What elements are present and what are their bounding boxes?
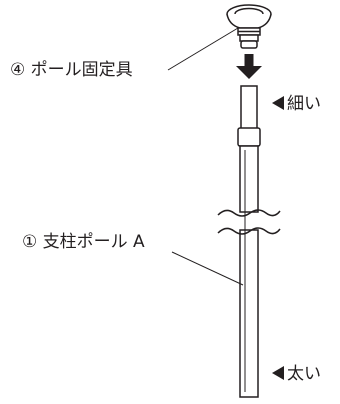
support-pole-label: ① 支柱ポール A bbox=[22, 232, 145, 252]
down-arrow-icon bbox=[236, 54, 262, 79]
thin-end-label: 細い bbox=[287, 94, 321, 114]
fixture-leader-line bbox=[167, 27, 239, 71]
thin-end-annotation: 細い bbox=[272, 94, 321, 114]
break-mark bbox=[217, 209, 281, 235]
pole-fixture-label: ④ ポール固定具 bbox=[10, 60, 133, 80]
thick-end-annotation: 太い bbox=[272, 364, 321, 384]
thick-end-label: 太い bbox=[287, 364, 321, 384]
pole-leader-line bbox=[171, 251, 244, 286]
left-triangle-icon bbox=[272, 96, 284, 110]
pole-fixture bbox=[226, 4, 272, 49]
left-triangle-icon bbox=[272, 366, 284, 380]
support-pole bbox=[237, 85, 261, 398]
